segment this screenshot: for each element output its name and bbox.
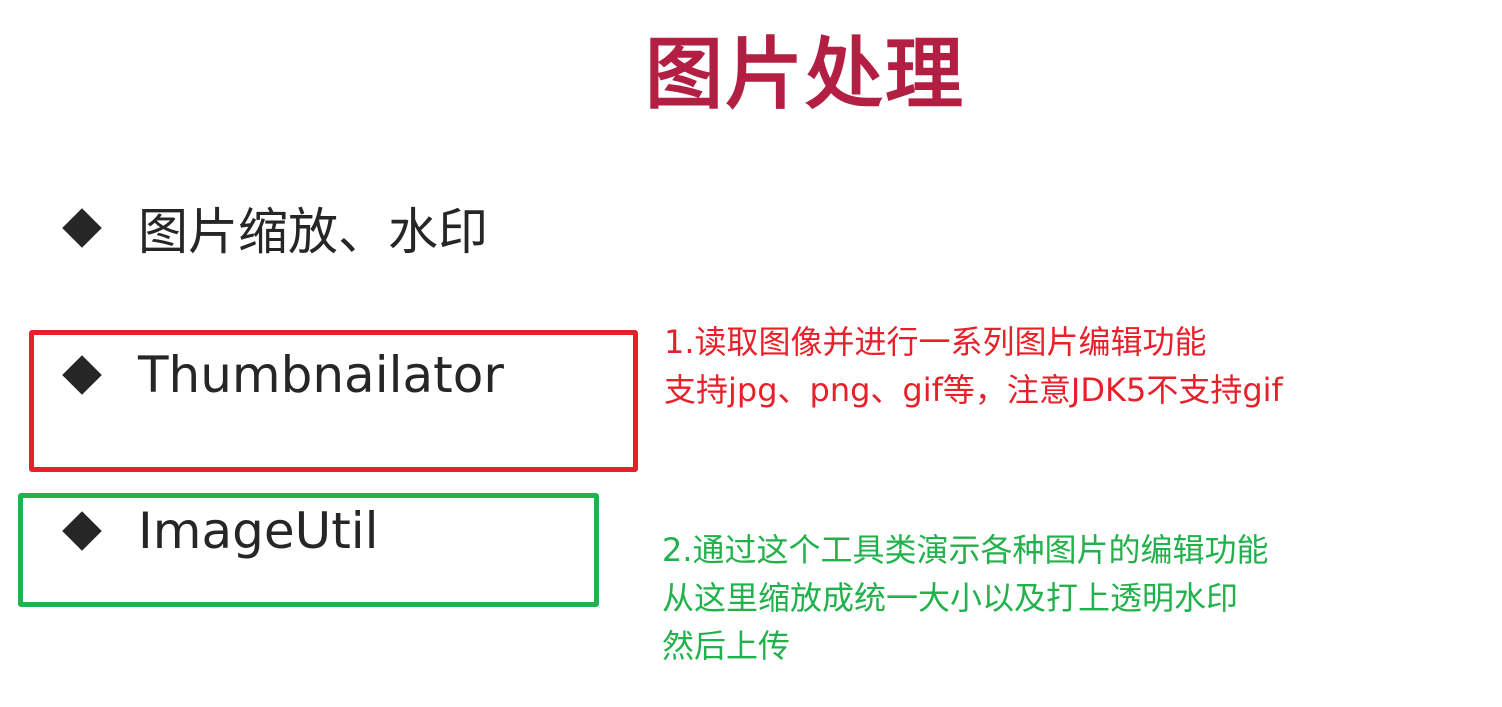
annotation-line: 2.通过这个工具类演示各种图片的编辑功能 [662,531,1269,569]
annotation-line: 然后上传 [662,627,791,665]
green-highlight-box [18,493,599,607]
annotation-line: 支持jpg、png、gif等，注意JDK5不支持gif [664,371,1283,409]
red-highlight-box [29,330,638,472]
bullet-item: 图片缩放、水印 [60,192,488,264]
green-annotation: 2.通过这个工具类演示各种图片的编辑功能 从这里缩放成统一大小以及打上透明水印 … [662,526,1269,670]
red-annotation: 1.读取图像并进行一系列图片编辑功能 支持jpg、png、gif等，注意JDK5… [664,318,1283,414]
slide-title: 图片处理 [644,30,965,120]
bullet-item: Thumbnailator [60,346,504,404]
bullet-text: ImageUtil [138,502,379,560]
bullet-text: 图片缩放、水印 [138,203,488,261]
annotation-line: 1.读取图像并进行一系列图片编辑功能 [664,323,1207,361]
bullet-text: Thumbnailator [138,346,504,404]
diamond-bullet-icon [62,208,102,248]
bullet-item: ImageUtil [60,502,379,560]
annotation-line: 从这里缩放成统一大小以及打上透明水印 [662,579,1239,617]
